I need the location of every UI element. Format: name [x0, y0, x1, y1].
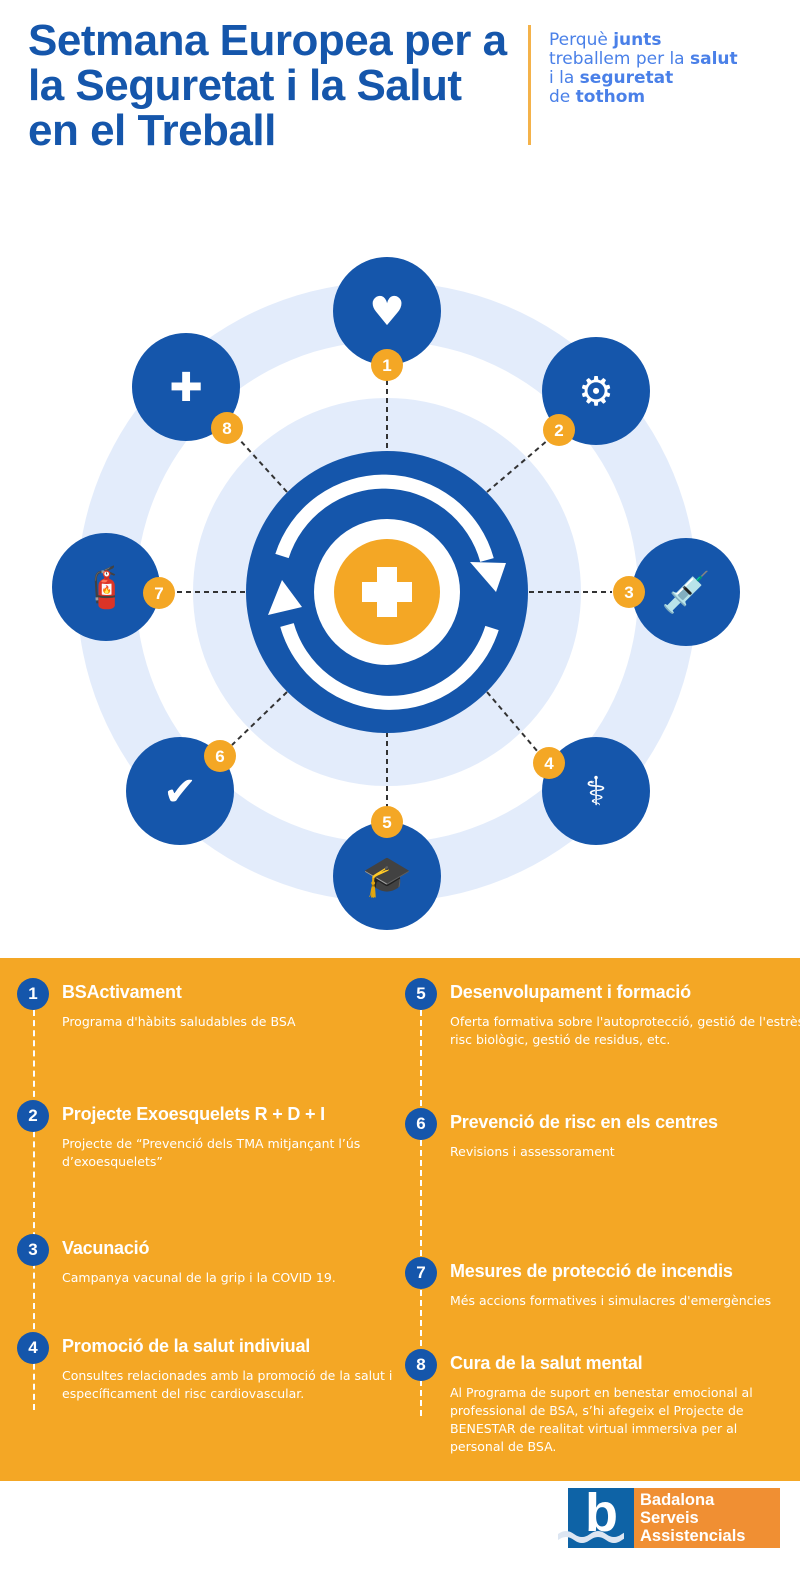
- diagram: ♥ 1 ⚙ 2 💉 3 ⚕ 4 🎓 5 ✔ 6 🧯 7 ✚ 8: [52, 257, 740, 930]
- timeline-right: [420, 1010, 422, 1416]
- item-description: Campanya vacunal de la grip i la COVID 1…: [62, 1270, 336, 1285]
- node-badge: [371, 806, 403, 838]
- item-description: Més accions formatives i simulacres d'em…: [450, 1293, 772, 1308]
- item-number: 7: [405, 1257, 437, 1289]
- node-circle: [52, 533, 160, 641]
- divider: [528, 25, 531, 145]
- item-number: 4: [17, 1332, 49, 1364]
- item-title: Mesures de protecció de incendis: [450, 1261, 733, 1281]
- node-badge: [543, 414, 575, 446]
- item-title: Projecte Exoesquelets R + D + I: [62, 1104, 325, 1124]
- item-title: Vacunació: [62, 1238, 150, 1258]
- timeline-left: [33, 1010, 35, 1410]
- item-number: 1: [17, 978, 49, 1010]
- node-number: 1: [382, 356, 391, 375]
- item-title: Promoció de la salut indiviual: [62, 1336, 311, 1356]
- medical-cross-icon: [362, 567, 412, 617]
- node-number: 5: [382, 813, 391, 832]
- node-number: 7: [154, 584, 163, 603]
- node-badge: [533, 747, 565, 779]
- item-title: Prevenció de risc en els centres: [450, 1112, 718, 1132]
- node-circle: [132, 333, 240, 441]
- item-description: Programa d'hàbits saludables de BSA: [62, 1014, 296, 1029]
- node-badge: [204, 740, 236, 772]
- syringe-icon: 💉: [661, 569, 711, 616]
- brain-hand-icon: ✚: [169, 365, 203, 411]
- item-number: 3: [17, 1234, 49, 1266]
- item-description: Consultes relacionades amb la promoció d…: [62, 1368, 393, 1401]
- node-circle: [632, 538, 740, 646]
- cycle-arrows-icon: [275, 474, 499, 710]
- title-line: la Seguretat i la Salut: [28, 61, 462, 110]
- node-circle: [333, 822, 441, 930]
- node-badge: [211, 412, 243, 444]
- item-title: BSActivament: [62, 982, 182, 1002]
- node-number: 4: [544, 754, 554, 773]
- tagline: Perquè junts treballem per la salut i la…: [549, 30, 738, 107]
- item-description: Revisions i assessorament: [450, 1144, 615, 1159]
- fire-extinguisher-icon: 🧯: [81, 564, 131, 611]
- exoskeleton-icon: ⚙: [578, 369, 614, 415]
- graduation-hand-icon: 🎓: [362, 854, 412, 900]
- programs-panel: [0, 958, 800, 1481]
- item-number: 6: [405, 1108, 437, 1140]
- connectors: [175, 380, 612, 812]
- shield-check-icon: ✔: [163, 769, 197, 815]
- doctor-icon: ⚕: [585, 769, 607, 815]
- node-circle: [542, 737, 650, 845]
- node-number: 8: [222, 419, 231, 438]
- item-description: Projecte de “Prevenció dels TMA mitjança…: [62, 1136, 361, 1169]
- node-circle: [333, 257, 441, 365]
- item-description: Oferta formativa sobre l'autoprotecció, …: [450, 1014, 800, 1047]
- page-title: Setmana Europea per a la Seguretat i la …: [28, 18, 528, 153]
- node-badge: [613, 576, 645, 608]
- node-badge: [143, 577, 175, 609]
- item-number: 5: [405, 978, 437, 1010]
- heart-runner-icon: ♥: [369, 289, 405, 335]
- node-number: 6: [215, 747, 224, 766]
- node-number: 3: [624, 583, 633, 602]
- node-number: 2: [554, 421, 563, 440]
- node-badge: [371, 349, 403, 381]
- item-number: 8: [405, 1349, 437, 1381]
- item-number: 2: [17, 1100, 49, 1132]
- title-line: en el Treball: [28, 106, 276, 155]
- title-line: Setmana Europea per a: [28, 16, 507, 65]
- item-title: Cura de la salut mental: [450, 1353, 643, 1373]
- item-title: Desenvolupament i formació: [450, 982, 691, 1002]
- item-description: Al Programa de suport en benestar emocio…: [450, 1385, 753, 1454]
